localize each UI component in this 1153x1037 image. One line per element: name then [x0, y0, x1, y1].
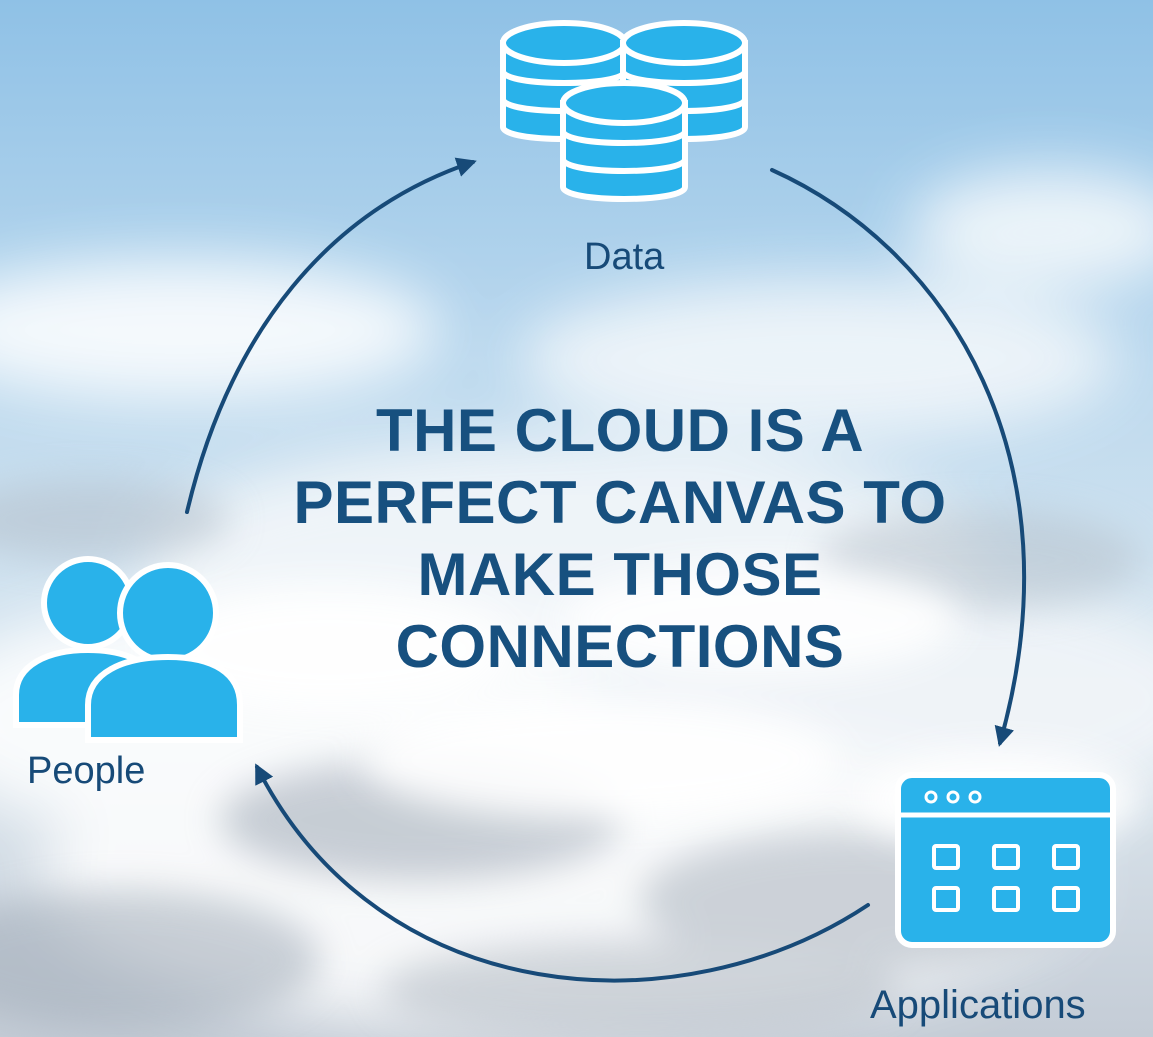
- node-label-data: Data: [584, 236, 665, 278]
- database-icon: [500, 20, 748, 202]
- headline-line: CONNECTIONS: [395, 613, 845, 680]
- headline-line: PERFECT CANVAS TO: [293, 469, 947, 536]
- headline-line: THE CLOUD IS A: [375, 397, 865, 464]
- node-label-applications: Applications: [870, 983, 1086, 1027]
- people-icon: [13, 556, 243, 743]
- headline: THE CLOUD IS A PERFECT CANVAS TO MAKE TH…: [250, 395, 990, 683]
- app-window-icon: [895, 772, 1116, 948]
- arrow-applications-to-people: [255, 763, 870, 983]
- arrow-data-to-applications: [770, 168, 1027, 747]
- headline-line: MAKE THOSE: [417, 541, 823, 608]
- node-label-people: People: [27, 750, 146, 792]
- arrow-people-to-data: [185, 157, 477, 514]
